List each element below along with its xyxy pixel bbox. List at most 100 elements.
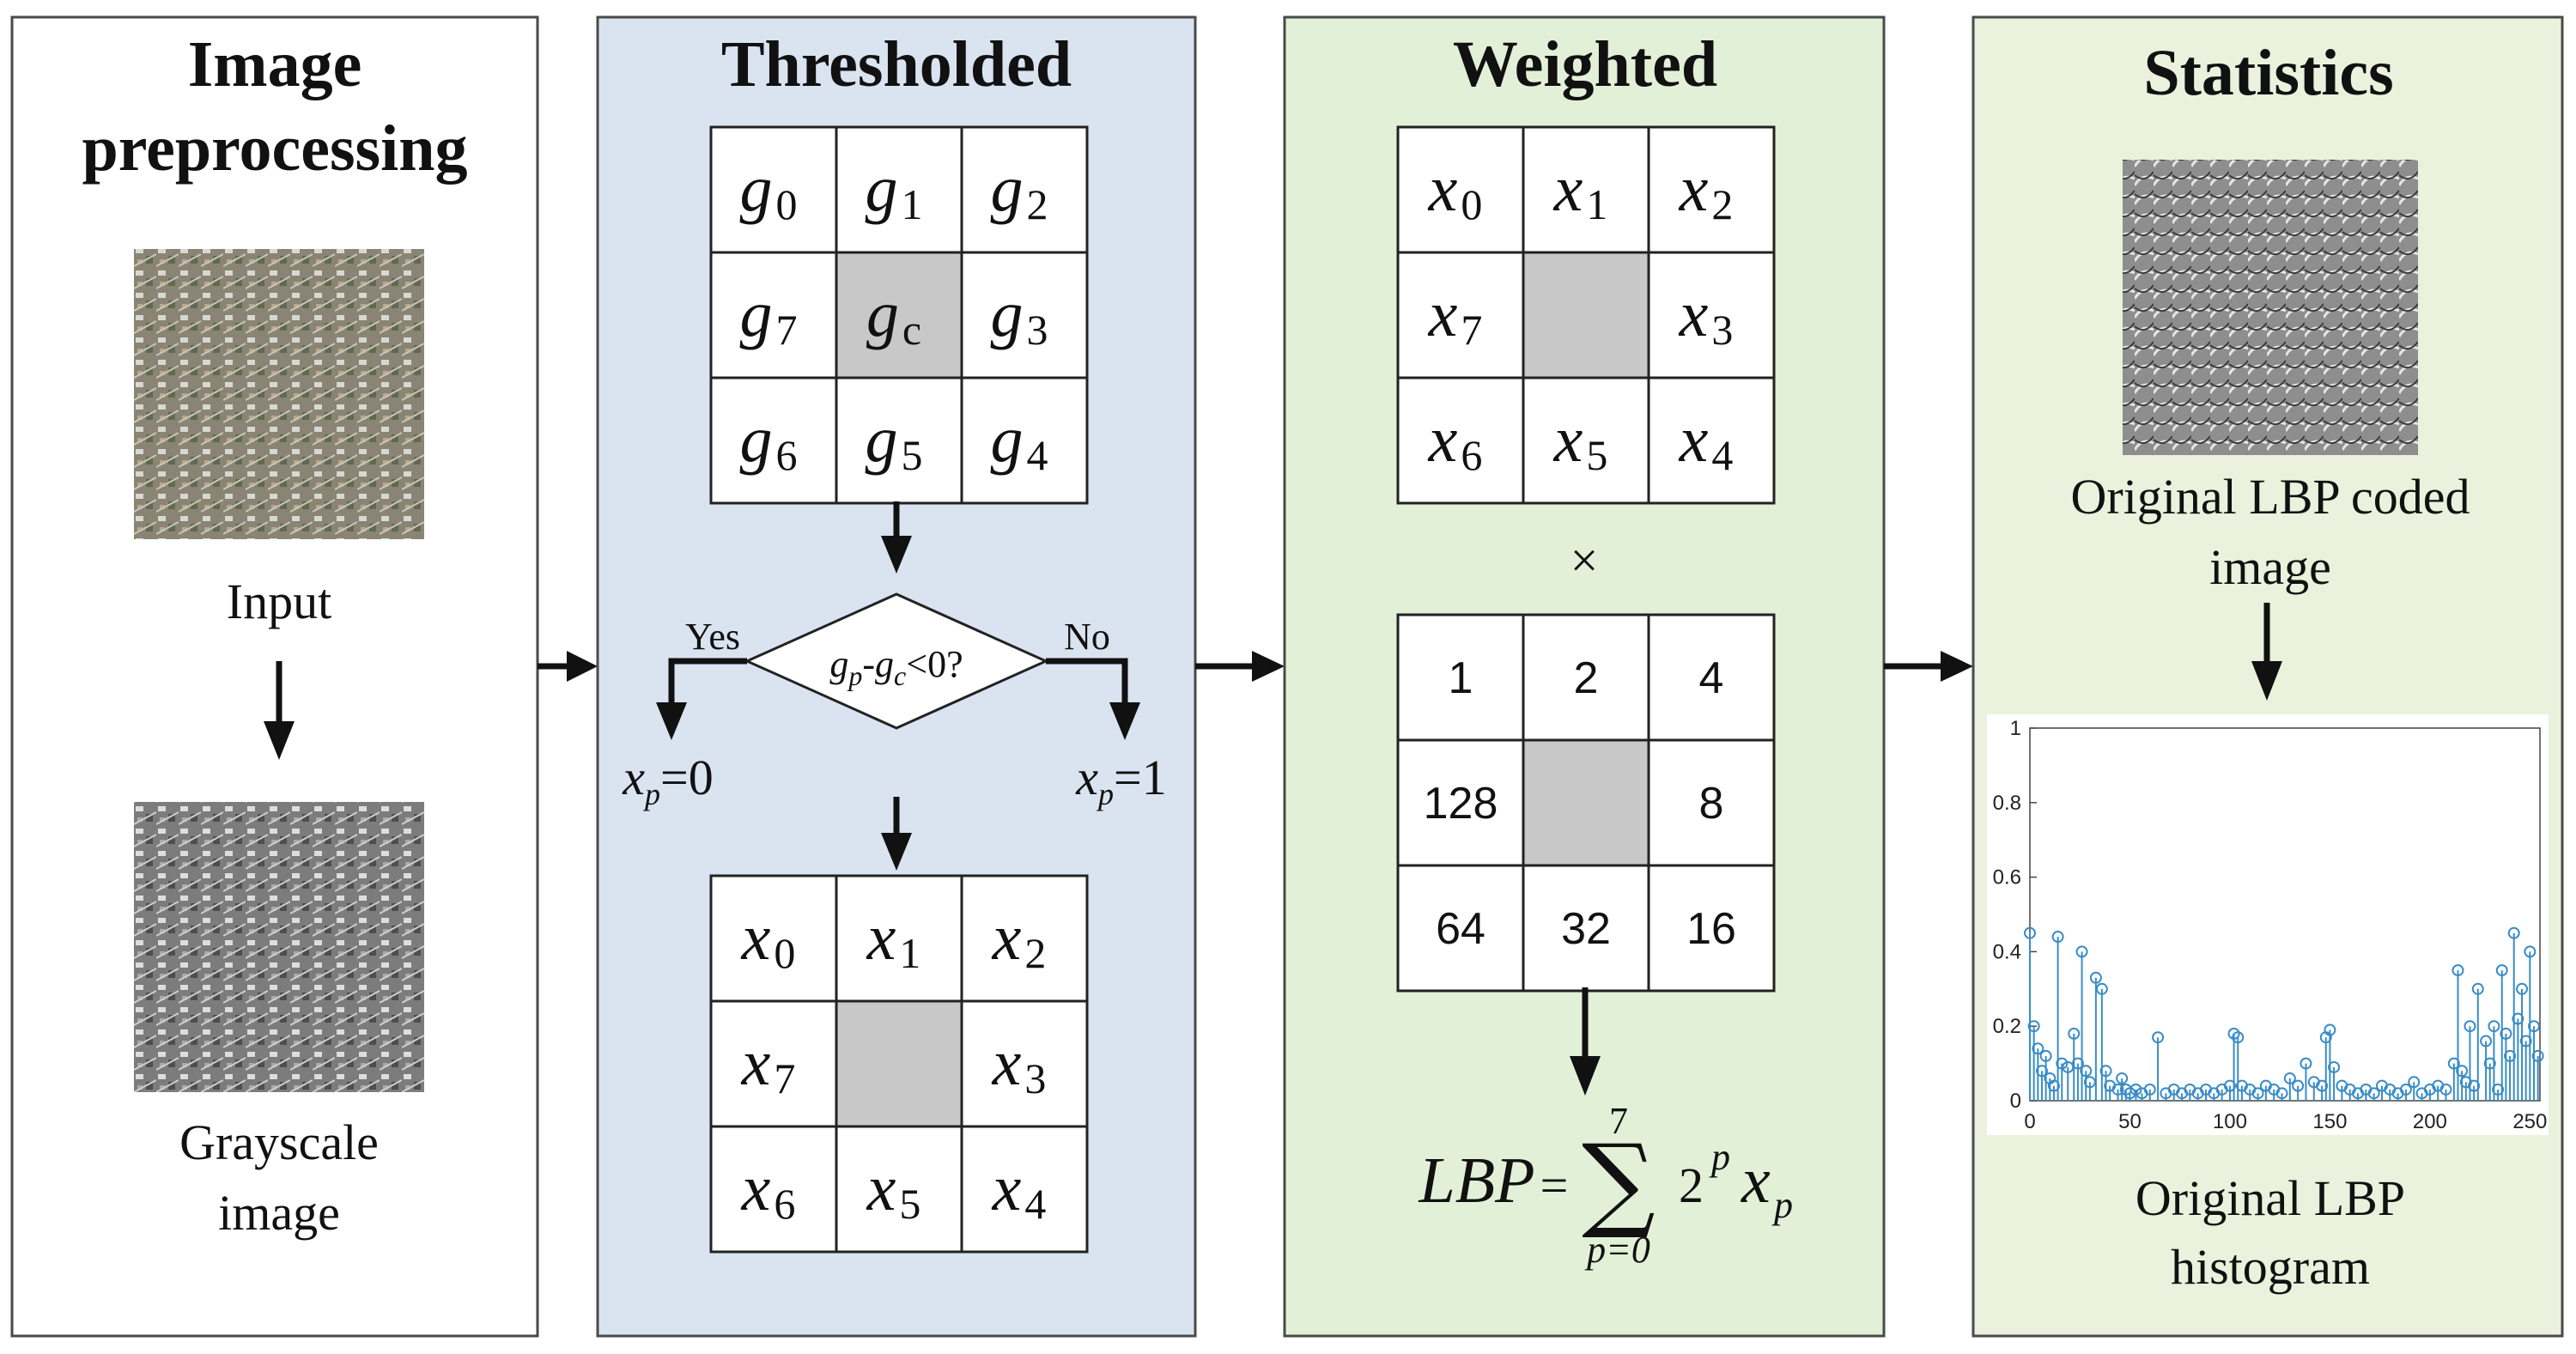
arrow-panel3-to-panel4 xyxy=(1884,651,1973,682)
histogram-stem-marker xyxy=(2075,945,2088,958)
grid-cell xyxy=(709,1125,838,1254)
arrow-no-branch xyxy=(1046,658,1140,740)
histogram-stem-marker xyxy=(2531,1049,2544,1062)
histogram-stem-marker xyxy=(2483,1057,2496,1070)
histogram-stem-marker xyxy=(2223,1079,2236,1092)
x-tick-label: 150 xyxy=(2312,1110,2347,1133)
histogram-stem-marker xyxy=(2095,982,2108,995)
grid-cell-value: x4 xyxy=(992,1152,1047,1228)
histogram-stem-marker xyxy=(2047,1079,2060,1092)
arrow-input-to-grayscale xyxy=(264,661,295,760)
grid-cell xyxy=(1647,864,1776,993)
sigma-symbol: ∑ xyxy=(1582,1123,1656,1242)
formula-sum-top: 7 xyxy=(1609,1100,1628,1142)
thresholded-title: Thresholded xyxy=(721,28,1072,100)
histogram-stem-marker xyxy=(2328,1060,2341,1073)
grid-cell xyxy=(1396,251,1525,379)
grid-cell xyxy=(835,999,963,1128)
histogram-stem-marker xyxy=(2451,964,2464,977)
y-tick-label: 0.2 xyxy=(1993,1015,2021,1038)
histogram-stem-marker xyxy=(2519,1035,2532,1047)
histogram-stem-marker xyxy=(2500,1027,2512,1040)
histogram-stem-marker xyxy=(2283,1072,2296,1084)
histogram-stem-marker xyxy=(2071,1057,2084,1070)
grid-cell xyxy=(709,376,838,505)
histogram-stem-marker xyxy=(2089,971,2102,984)
histogram-stem-marker xyxy=(2143,1083,2156,1096)
formula-exp: p xyxy=(1709,1136,1730,1178)
arrow-panel1-to-panel2 xyxy=(538,651,598,682)
grid-cell-value: g0 xyxy=(740,153,798,228)
x-tick-label: 100 xyxy=(2213,1110,2247,1133)
histogram-stem-marker xyxy=(2035,1065,2048,1078)
histogram-stem-marker xyxy=(2111,1083,2124,1096)
grid-cell xyxy=(835,1125,963,1254)
no-result: xp=1 xyxy=(1075,750,1166,811)
grid-cell xyxy=(960,251,1089,379)
statistics-title: Statistics xyxy=(2143,37,2393,109)
histogram-stem-marker xyxy=(2507,926,2520,939)
grid-cell-value: x3 xyxy=(1679,278,1734,354)
x-tick-label: 250 xyxy=(2512,1110,2547,1133)
grid-cell-value: g1 xyxy=(866,153,923,228)
grid-cell xyxy=(1522,376,1650,505)
grid-cell xyxy=(1396,613,1525,742)
histogram-stem-marker xyxy=(2275,1087,2288,1100)
grid-cell xyxy=(1396,864,1525,993)
histogram-stem-marker xyxy=(2051,931,2064,944)
histogram-label-line1: Original LBP xyxy=(2136,1170,2405,1226)
y-tick-label: 0.6 xyxy=(1993,866,2021,890)
weight-value: 2 xyxy=(1574,653,1599,703)
grid-cell xyxy=(960,376,1089,505)
y-tick-label: 0.4 xyxy=(1993,940,2021,963)
grid-cell-value: x1 xyxy=(1553,153,1608,228)
histogram-stem-marker xyxy=(2480,1035,2493,1047)
weight-value: 4 xyxy=(1699,653,1724,703)
arrow-grid-to-decision xyxy=(881,501,912,574)
grid-cell-value: x4 xyxy=(1679,404,1734,479)
no-label: No xyxy=(1064,616,1110,658)
lbp-formula: LBP = ∑ 7 p=0 2 p x p xyxy=(1418,1100,1793,1271)
grid-cell-value: gc xyxy=(866,278,921,354)
grid-cell-value: x5 xyxy=(1553,404,1608,479)
grid-cell xyxy=(1522,864,1650,993)
histogram-stem-marker xyxy=(2495,964,2508,977)
grid-cell-value: x3 xyxy=(992,1027,1047,1102)
grid-cell xyxy=(1396,376,1525,505)
formula-sum-bottom: p=0 xyxy=(1584,1229,1650,1271)
grid-cell-value: x1 xyxy=(866,902,921,977)
grid-cell xyxy=(709,125,838,254)
histogram-stem-marker xyxy=(2251,1087,2264,1100)
histogram-stem-marker xyxy=(2456,1065,2469,1078)
y-tick-label: 1 xyxy=(2010,717,2021,740)
x-tick-label: 50 xyxy=(2118,1110,2142,1133)
grid-cell-value: x5 xyxy=(866,1152,921,1228)
formula-base: 2 xyxy=(1679,1157,1704,1213)
formula-var: x xyxy=(1741,1145,1771,1217)
preprocessing-panel: Image preprocessing Input Grayscale imag… xyxy=(10,15,539,1338)
histogram-stem-marker xyxy=(2516,982,2529,995)
histogram-stem-marker xyxy=(2492,1083,2505,1096)
histogram-stem-marker xyxy=(2292,1079,2305,1092)
histogram-stem-marker xyxy=(2080,1065,2093,1078)
grid-cell-value: x0 xyxy=(741,902,796,977)
grid-cell-value: x7 xyxy=(1428,278,1483,354)
grid-cell xyxy=(1647,125,1776,254)
histogram-stem-marker xyxy=(2032,1042,2044,1055)
histogram-stem-marker xyxy=(2324,1023,2336,1036)
weight-value: 16 xyxy=(1686,904,1736,954)
grid-cell xyxy=(835,376,963,505)
y-tick-label: 0 xyxy=(2010,1090,2021,1113)
histogram-stem-marker xyxy=(2439,1083,2452,1096)
grayscale-image xyxy=(134,802,424,1092)
grid-cell xyxy=(709,999,838,1128)
grid-cell-value: x6 xyxy=(741,1152,796,1228)
grid-cell xyxy=(960,1125,1089,1254)
histogram-stem-marker xyxy=(2528,1020,2541,1033)
histogram-stem-marker xyxy=(2027,1020,2040,1033)
